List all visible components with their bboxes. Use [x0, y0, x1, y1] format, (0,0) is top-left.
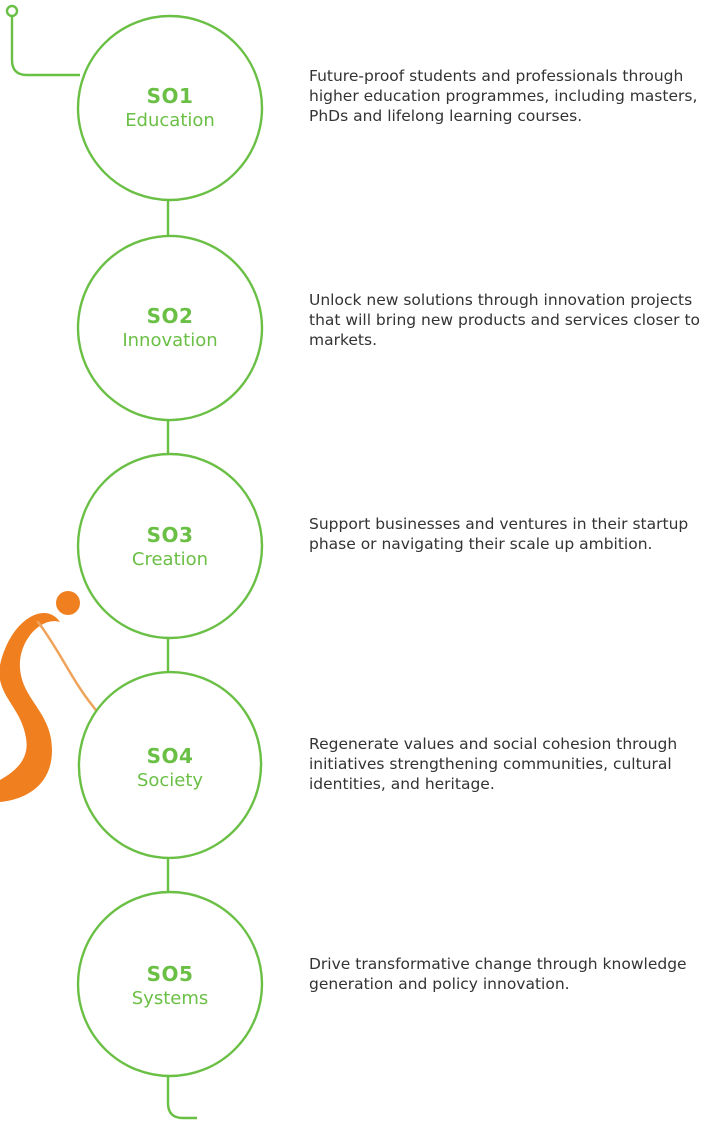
bottom-connector-line — [166, 1075, 197, 1120]
so2-circle — [76, 234, 264, 422]
logo-dot — [56, 591, 80, 615]
logo-swirl-shape — [0, 613, 60, 802]
so4-code: SO4 — [146, 744, 194, 768]
so1-code: SO1 — [146, 84, 194, 108]
so4-description: Regenerate values and social cohesion th… — [309, 735, 678, 794]
so5-description: Drive transformative change through know… — [309, 955, 687, 994]
so1-circle — [76, 14, 264, 202]
so5-name: Systems — [131, 988, 209, 1009]
so1-label: SO1 Education — [70, 84, 270, 132]
so4-label: SO4 Society — [70, 744, 270, 792]
so3-code: SO3 — [146, 523, 194, 547]
so2-code: SO2 — [146, 304, 194, 328]
top-connector-endpoint — [5, 4, 19, 18]
so3-name: Creation — [131, 549, 209, 570]
so1-name: Education — [125, 110, 215, 131]
so5-label: SO5 Systems — [70, 962, 270, 1010]
so3-label: SO3 Creation — [70, 523, 270, 571]
so1-description: Future-proof students and professionals … — [309, 67, 698, 126]
so3-description: Support businesses and ventures in their… — [309, 515, 689, 554]
so2-label: SO2 Innovation — [70, 304, 270, 352]
so5-circle — [76, 890, 264, 1078]
so2-name: Innovation — [122, 330, 218, 351]
top-connector-line — [10, 16, 80, 77]
so2-description: Unlock new solutions through innovation … — [309, 291, 701, 350]
so4-circle — [77, 670, 263, 860]
so5-code: SO5 — [146, 962, 194, 986]
so4-name: Society — [136, 770, 204, 791]
so3-circle — [76, 452, 264, 640]
